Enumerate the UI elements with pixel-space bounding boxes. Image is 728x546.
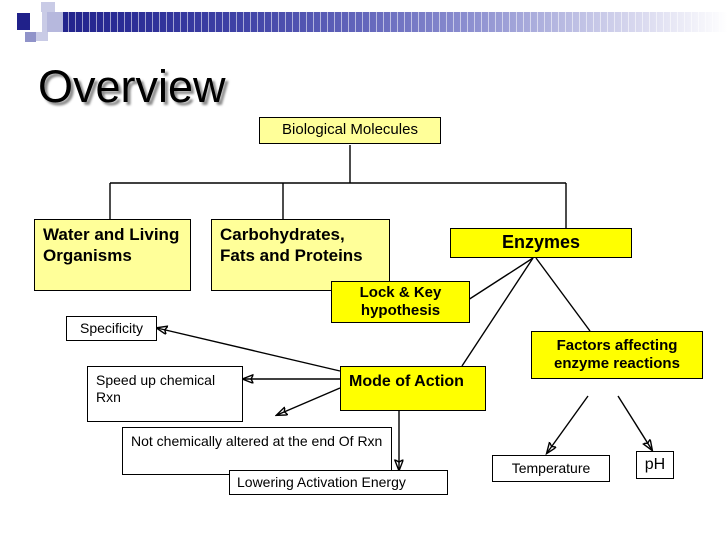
- edge-enzymes-factors: [535, 257, 591, 332]
- node-speed-up[interactable]: Speed up chemical Rxn: [87, 366, 243, 422]
- node-water-living-organisms-label: Water and Living Organisms: [43, 225, 180, 265]
- node-lock-and-key-label: Lock & Key hypothesis: [359, 283, 442, 319]
- node-not-altered[interactable]: Not chemically altered at the end Of Rxn: [122, 427, 392, 475]
- band-notch: [30, 12, 42, 32]
- band-square-light-1: [41, 2, 55, 13]
- band-square-light-2: [34, 30, 48, 41]
- header-decoration-band: [0, 0, 728, 46]
- band-square-mid-2: [47, 12, 63, 32]
- page-title: Overview: [38, 61, 226, 112]
- node-temperature-label: Temperature: [511, 459, 591, 476]
- band-square-dark-1: [17, 13, 34, 30]
- band-stripes: [47, 12, 728, 32]
- band-square-mid-1: [25, 32, 36, 42]
- edge-factors-ph: [617, 395, 652, 450]
- node-specificity-label: Specificity: [79, 319, 144, 336]
- node-biological-molecules-label: Biological Molecules: [282, 121, 418, 139]
- node-lowering-activation-label: Lowering Activation Energy: [237, 473, 406, 490]
- node-speed-up-label: Speed up chemical Rxn: [96, 372, 216, 406]
- node-temperature[interactable]: Temperature: [492, 455, 610, 482]
- node-ph[interactable]: pH: [636, 451, 674, 479]
- node-enzymes[interactable]: Enzymes: [450, 228, 632, 258]
- node-lowering-activation[interactable]: Lowering Activation Energy: [229, 470, 448, 495]
- node-factors-affecting[interactable]: Factors affecting enzyme reactions: [531, 331, 703, 379]
- node-carbs-fats-proteins-label: Carbohydrates, Fats and Proteins: [220, 225, 363, 265]
- node-mode-of-action-label: Mode of Action: [349, 373, 464, 390]
- node-factors-affecting-label: Factors affecting enzyme reactions: [554, 336, 680, 372]
- edge-mode-notaltered: [277, 387, 341, 415]
- edge-mode-specificity: [157, 328, 341, 372]
- node-enzymes-label: Enzymes: [501, 232, 581, 253]
- edge-factors-temperature: [547, 395, 589, 453]
- edge-enzymes-mode: [461, 257, 534, 367]
- node-carbs-fats-proteins[interactable]: Carbohydrates, Fats and Proteins: [211, 219, 390, 291]
- node-not-altered-label: Not chemically altered at the end Of Rxn: [131, 433, 383, 449]
- node-specificity[interactable]: Specificity: [66, 316, 157, 341]
- node-mode-of-action[interactable]: Mode of Action: [340, 366, 486, 411]
- edge-enzymes-lockkey: [467, 257, 534, 301]
- node-ph-label: pH: [644, 456, 666, 474]
- node-water-living-organisms[interactable]: Water and Living Organisms: [34, 219, 191, 291]
- node-lock-and-key[interactable]: Lock & Key hypothesis: [331, 281, 470, 323]
- node-biological-molecules[interactable]: Biological Molecules: [259, 117, 441, 144]
